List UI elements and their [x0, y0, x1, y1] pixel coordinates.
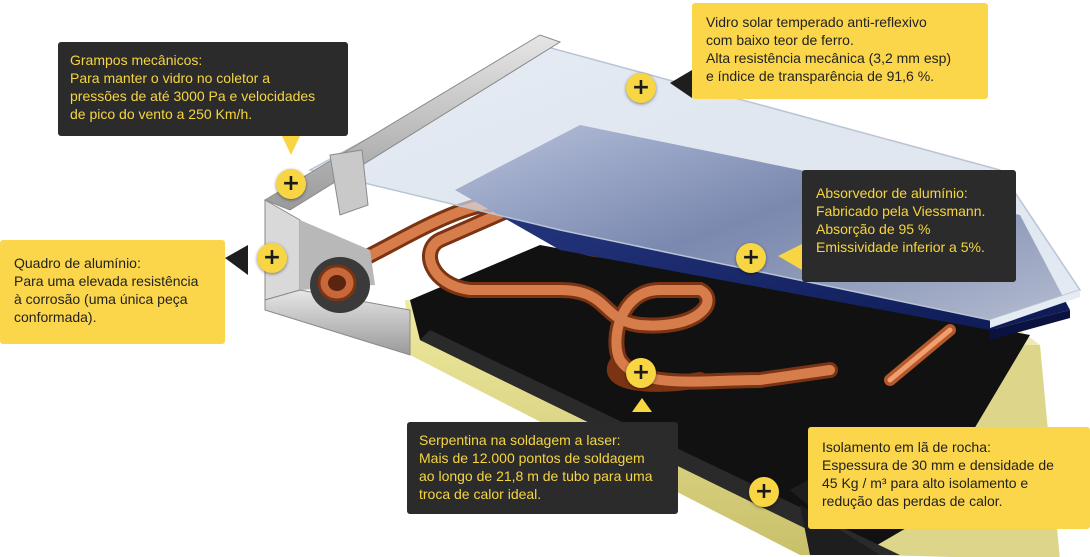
glass-callout-line-4: e índice de transparência de 91,6 %. [706, 68, 935, 84]
insulation-callout-line-4: redução das perdas de calor. [822, 493, 1003, 509]
aluminium-frame [263, 34, 562, 356]
clamps-callout-line-4: de pico do vento a 250 Km/h. [70, 106, 253, 122]
frame-hotspot-icon[interactable]: + [257, 243, 287, 273]
frame-callout: Quadro de alumínio: Para uma elevada res… [0, 240, 225, 344]
absorber-callout-line-3: Absorção de 95 % [816, 221, 931, 237]
serpentine-hotspot-icon[interactable]: + [626, 358, 656, 388]
absorber-hotspot-icon[interactable]: + [736, 243, 766, 273]
absorber-callout-line-2: Fabricado pela Viessmann. [816, 203, 986, 219]
glass-callout-line-2: com baixo teor de ferro. [706, 32, 854, 48]
insulation-callout-line-2: Espessura de 30 mm e densidade de [822, 457, 1054, 473]
absorber-callout-line-1: Absorvedor de alumínio: [816, 185, 968, 201]
clamps-callout-line-2: Para manter o vidro no coletor a [70, 70, 270, 86]
frame-callout-line-4: conformada). [14, 309, 97, 325]
absorber-callout: Absorvedor de alumínio: Fabricado pela V… [802, 170, 1016, 282]
glass-hotspot-icon[interactable]: + [626, 73, 656, 103]
serpentine-callout-line-3: ao longo de 21,8 m de tubo para uma [419, 468, 653, 484]
frame-callout-line-2: Para uma elevada resistência [14, 273, 199, 289]
frame-callout-line-1: Quadro de alumínio: [14, 255, 141, 271]
serpentine-callout-line-4: troca de calor ideal. [419, 486, 542, 502]
absorber-callout-line-4: Emissividade inferior a 5%. [816, 239, 985, 255]
insulation-callout-line-1: Isolamento em lã de rocha: [822, 439, 991, 455]
glass-callout-line-1: Vidro solar temperado anti-reflexivo [706, 14, 927, 30]
clamps-callout-line-3: pressões de até 3000 Pa e velocidades [70, 88, 316, 104]
clamps-callout-line-1: Grampos mecânicos: [70, 52, 203, 68]
insulation-hotspot-icon[interactable]: + [749, 477, 779, 507]
glass-callout-line-3: Alta resistência mecânica (3,2 mm esp) [706, 50, 952, 66]
serpentine-callout: Serpentina na soldagem a laser: Mais de … [407, 422, 678, 514]
insulation-callout-line-3: 45 Kg / m³ para alto isolamento e [822, 475, 1029, 491]
clamps-callout: Grampos mecânicos: Para manter o vidro n… [58, 42, 348, 136]
insulation-callout: Isolamento em lã de rocha: Espessura de … [808, 427, 1090, 529]
serpentine-callout-line-2: Mais de 12.000 pontos de soldagem [419, 450, 645, 466]
serpentine-callout-line-1: Serpentina na soldagem a laser: [419, 432, 621, 448]
clamps-hotspot-icon[interactable]: + [276, 169, 306, 199]
frame-callout-line-3: à corrosão (uma única peça [14, 291, 188, 307]
glass-callout: Vidro solar temperado anti-reflexivo com… [692, 3, 988, 99]
